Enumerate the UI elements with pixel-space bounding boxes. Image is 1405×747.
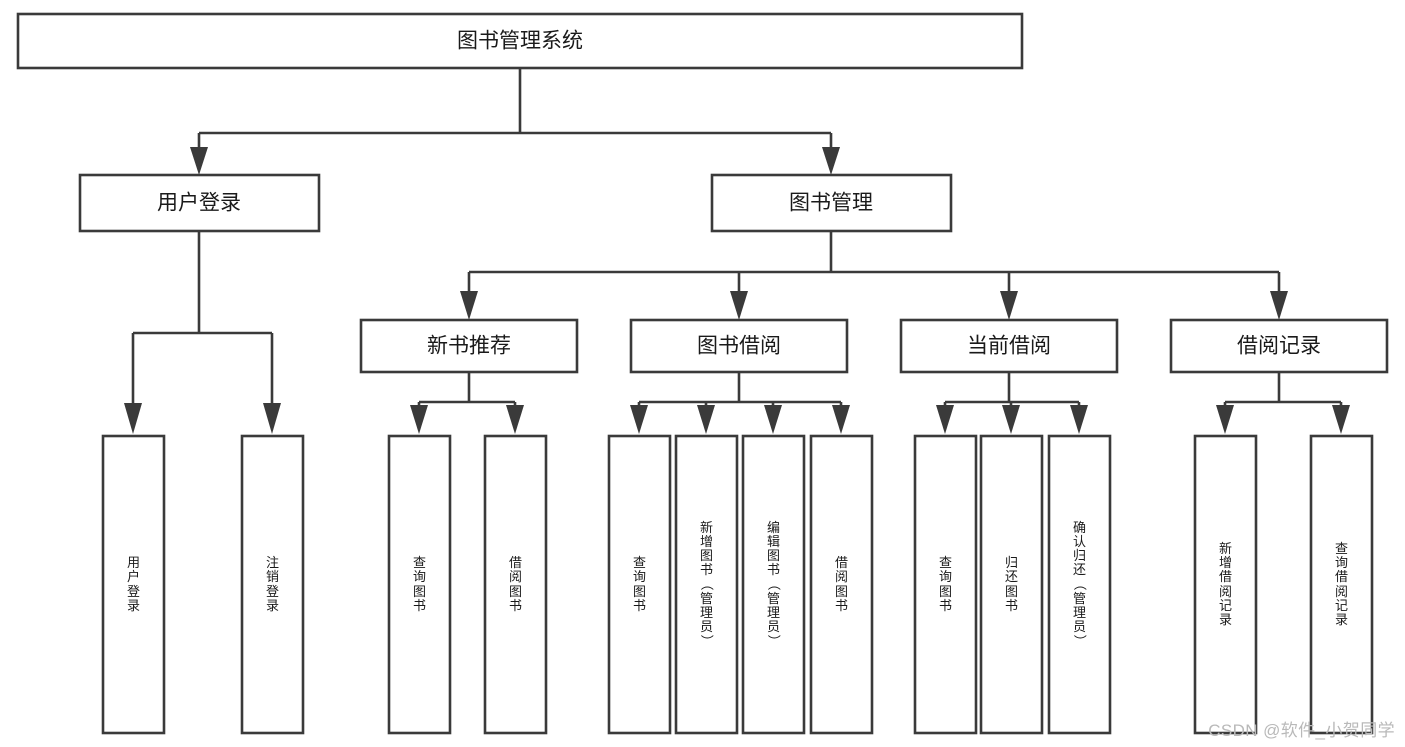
arrow-head-bookborrow-leaf-3 xyxy=(764,405,782,434)
arrow-head-newbook-leaf-2 xyxy=(506,405,524,434)
arrow-head-bookborrow-leaf-2 xyxy=(697,405,715,434)
node-book-borrow[interactable]: 图书借阅 xyxy=(629,318,849,374)
arrow-head-borrowrecord-leaf-2 xyxy=(1332,405,1350,434)
leaf-box-borrow-record-2[interactable] xyxy=(1309,434,1374,735)
node-new-book-recommend[interactable]: 新书推荐 xyxy=(359,318,579,374)
leaf-box-current-borrow-2[interactable] xyxy=(979,434,1044,735)
book-management-label: 图书管理 xyxy=(789,192,873,215)
node-root[interactable]: 图书管理系统 xyxy=(16,12,1024,70)
arrow-head-bookborrow-leaf-1 xyxy=(630,405,648,434)
leaf-box-user-login-2[interactable] xyxy=(240,434,305,735)
arrow-head-currentborrow-leaf-2 xyxy=(1002,405,1020,434)
arrow-head-currentborrow-leaf-1 xyxy=(936,405,954,434)
book-borrow-label: 图书借阅 xyxy=(697,335,781,358)
current-borrow-label: 当前借阅 xyxy=(967,335,1051,358)
node-current-borrow[interactable]: 当前借阅 xyxy=(899,318,1119,374)
node-user-login[interactable]: 用户登录 xyxy=(78,173,321,233)
leaf-box-current-borrow-3[interactable] xyxy=(1047,434,1112,735)
user-login-label: 用户登录 xyxy=(157,192,241,215)
borrow-record-box[interactable] xyxy=(1169,318,1389,374)
book-borrow-box[interactable] xyxy=(629,318,849,374)
leaf-box-book-borrow-1[interactable] xyxy=(607,434,672,735)
leaf-box-book-borrow-2[interactable] xyxy=(674,434,739,735)
arrow-head-login-leaf-1 xyxy=(124,403,142,434)
leaf-box-borrow-record-1[interactable] xyxy=(1193,434,1258,735)
root-label: 图书管理系统 xyxy=(457,30,583,53)
node-book-management[interactable]: 图书管理 xyxy=(710,173,953,233)
leaf-box-new-book-1[interactable] xyxy=(387,434,452,735)
arrow-head-level2-1 xyxy=(460,291,478,320)
new-book-recommend-label: 新书推荐 xyxy=(427,335,511,358)
borrow-record-label: 借阅记录 xyxy=(1237,335,1321,358)
arrow-head-bookborrow-leaf-4 xyxy=(832,405,850,434)
leaf-box-book-borrow-4[interactable] xyxy=(809,434,874,735)
leaf-box-current-borrow-1[interactable] xyxy=(913,434,978,735)
arrow-head-to-bookmgmt xyxy=(822,147,840,175)
arrow-head-level2-4 xyxy=(1270,291,1288,320)
node-borrow-record[interactable]: 借阅记录 xyxy=(1169,318,1389,374)
arrow-head-borrowrecord-leaf-1 xyxy=(1216,405,1234,434)
new-book-recommend-box[interactable] xyxy=(359,318,579,374)
leaf-box-book-borrow-3[interactable] xyxy=(741,434,806,735)
arrow-head-to-login xyxy=(190,147,208,175)
leaf-box-new-book-2[interactable] xyxy=(483,434,548,735)
leaf-box-user-login-1[interactable] xyxy=(101,434,166,735)
arrow-head-newbook-leaf-1 xyxy=(410,405,428,434)
arrow-head-login-leaf-2 xyxy=(263,403,281,434)
current-borrow-box[interactable] xyxy=(899,318,1119,374)
arrow-head-level2-2 xyxy=(730,291,748,320)
arrow-head-currentborrow-leaf-3 xyxy=(1070,405,1088,434)
book-management-box[interactable] xyxy=(710,173,953,233)
arrow-head-level2-3 xyxy=(1000,291,1018,320)
root-box[interactable] xyxy=(16,12,1024,70)
